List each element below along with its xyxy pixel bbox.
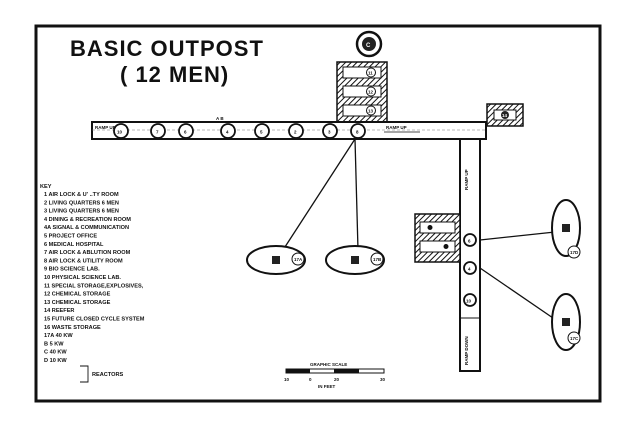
scale-title: GRAPHIC SCALE (310, 362, 347, 367)
key-entry: 8 AIR LOCK & UTILITY ROOM (44, 258, 123, 264)
module-8-label: 8 (356, 130, 359, 135)
key-entry: C 40 KW (44, 350, 67, 356)
key-entry: D 10 KW (44, 358, 67, 364)
reactor-17d-label: 17D (570, 250, 579, 255)
key-entry: 1 AIR LOCK & U' ..TY ROOM (44, 192, 119, 198)
module-2-label: 2 (294, 130, 297, 135)
corridor-ab-label: A B (216, 116, 224, 121)
vertical-corridor (459, 138, 481, 372)
module-7-label: 7 (156, 130, 159, 135)
storage-11-label: 11 (368, 71, 373, 76)
vertical-modules: 6 4 10 (463, 233, 477, 307)
reactor-17b: 17B (325, 245, 385, 275)
key-entry: 12 CHEMICAL STORAGE (44, 292, 111, 298)
key-entry: 9 BIO SCIENCE LAB. (44, 267, 100, 273)
storage-block: 11 12 13 (336, 61, 388, 125)
key-entry: 11 SPECIAL STORAGE,EXPLOSIVES, (44, 283, 144, 289)
key-entry: 4A SIGNAL & COMMUNICATION (44, 225, 129, 231)
key-entry: 14 REEFER (44, 308, 74, 314)
reefer-label: 14 (502, 113, 508, 118)
key-entry: 13 CHEMICAL STORAGE (44, 300, 111, 306)
module-4-label: 4 (226, 130, 229, 135)
vertical-module-10-label: 10 (466, 299, 472, 304)
key-entry: 3 LIVING QUARTERS 6 MEN (44, 209, 119, 215)
ramp-up-left-label: RAMP UP (95, 125, 116, 130)
module-6-label: 6 (184, 130, 187, 135)
vertical-module-6-label: 6 (468, 239, 471, 244)
module-3-label: 3 (328, 130, 331, 135)
scale-unit: IN FEET (318, 384, 336, 389)
vertical-module-4-label: 4 (468, 267, 471, 272)
diagram-frame (34, 24, 602, 403)
diagram-title: BASIC OUTPOST (70, 36, 264, 61)
reactor-17d: 17D (551, 199, 581, 259)
module-5-label: 5 (260, 130, 263, 135)
storage-13-label: 13 (368, 109, 374, 114)
diagram-subtitle: ( 12 MEN) (120, 62, 229, 87)
key-entry: B 5 KW (44, 341, 64, 347)
reactor-17c-label: 17C (570, 336, 579, 341)
key-entry: 2 LIVING QUARTERS 6 MEN (44, 200, 119, 206)
reactor-17b-label: 17B (373, 257, 382, 262)
key-entry: 15 FUTURE CLOSED CYCLE SYSTEM (44, 317, 145, 323)
key-heading: KEY (40, 184, 52, 190)
module-10-label: 10 (117, 130, 123, 135)
ramp-up-right-label: RAMP UP (386, 125, 407, 130)
reefer-module: 14 (486, 103, 524, 127)
key-entry: 7 AIR LOCK & ABLUTION ROOM (44, 250, 131, 256)
scale-tick-0: 0 (309, 377, 312, 382)
graphic-scale: GRAPHIC SCALE 10 0 20 30 IN FEET (284, 362, 386, 389)
auxiliary-block (414, 213, 461, 263)
ramp-up-vertical-label: RAMP UP (464, 169, 469, 190)
reactor-17a: 17A (246, 245, 306, 275)
reactors-label: REACTORS (92, 372, 124, 378)
ramp-down-label: RAMP DOWN (464, 336, 469, 365)
key-entry: 4 DINING & RECREATION ROOM (44, 217, 131, 223)
corridor-modules: 10 7 6 4 5 2 3 8 (113, 123, 366, 139)
connector-lines (282, 138, 556, 319)
scale-tick-10: 10 (284, 377, 290, 382)
top-circle-module: C (355, 30, 383, 58)
top-circle-label: C (366, 43, 371, 49)
key-entry: 10 PHYSICAL SCIENCE LAB. (44, 275, 121, 281)
storage-12-label: 12 (368, 90, 374, 95)
key-entry: 5 PROJECT OFFICE (44, 234, 97, 240)
key-entry: 17A 40 KW (44, 333, 73, 339)
key-legend: KEY 1 AIR LOCK & U' ..TY ROOM 2 LIVING QU… (40, 184, 145, 383)
key-entry: 6 MEDICAL HOSPITAL (44, 242, 104, 248)
key-entry: 16 WASTE STORAGE (44, 325, 101, 331)
reactor-17a-label: 17A (294, 257, 303, 262)
reactor-17c: 17C (551, 293, 581, 351)
scale-tick-20: 20 (334, 377, 340, 382)
scale-tick-30: 30 (380, 377, 386, 382)
